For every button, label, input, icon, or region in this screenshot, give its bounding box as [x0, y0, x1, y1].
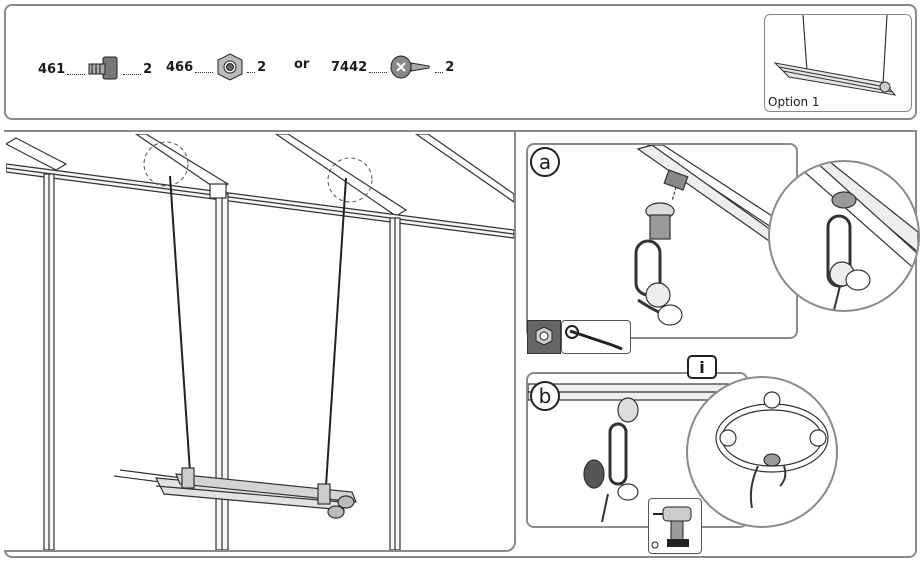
ring-detail-illustration — [715, 391, 829, 509]
drill-icon — [648, 498, 702, 554]
part-461: 461 2 — [38, 54, 152, 84]
step-b-zoom-circle — [686, 376, 838, 528]
hook-bracket-illustration — [634, 145, 792, 326]
step-a-zoom-circle — [768, 160, 920, 312]
greenhouse-scene-illustration — [6, 134, 514, 550]
part-code: 466 — [166, 59, 194, 75]
step-b-badge: b — [530, 381, 560, 411]
part-466: 466 2 — [166, 52, 266, 82]
part-7442: 7442 2 — [331, 52, 454, 82]
bolt-icon — [88, 56, 118, 80]
info-badge: i — [687, 355, 717, 379]
thumbnail-label: Option 1 — [768, 95, 820, 109]
screw-hook-illustration — [528, 383, 742, 522]
light-bar-thumbnail-illustration — [773, 15, 897, 96]
nut-icon — [217, 53, 243, 81]
step-a-badge: a — [530, 147, 560, 177]
or-label: or — [294, 57, 310, 72]
part-qty: 2 — [445, 59, 455, 75]
hook-detail-illustration — [798, 162, 918, 310]
nut-tool-icon — [527, 320, 561, 354]
part-qty: 2 — [143, 61, 153, 77]
part-qty: 2 — [257, 59, 267, 75]
wrench-icon — [561, 320, 631, 354]
screw-icon — [390, 55, 430, 79]
option-thumbnail: Option 1 — [764, 14, 912, 112]
part-code: 7442 — [331, 59, 368, 75]
part-code: 461 — [38, 61, 66, 77]
